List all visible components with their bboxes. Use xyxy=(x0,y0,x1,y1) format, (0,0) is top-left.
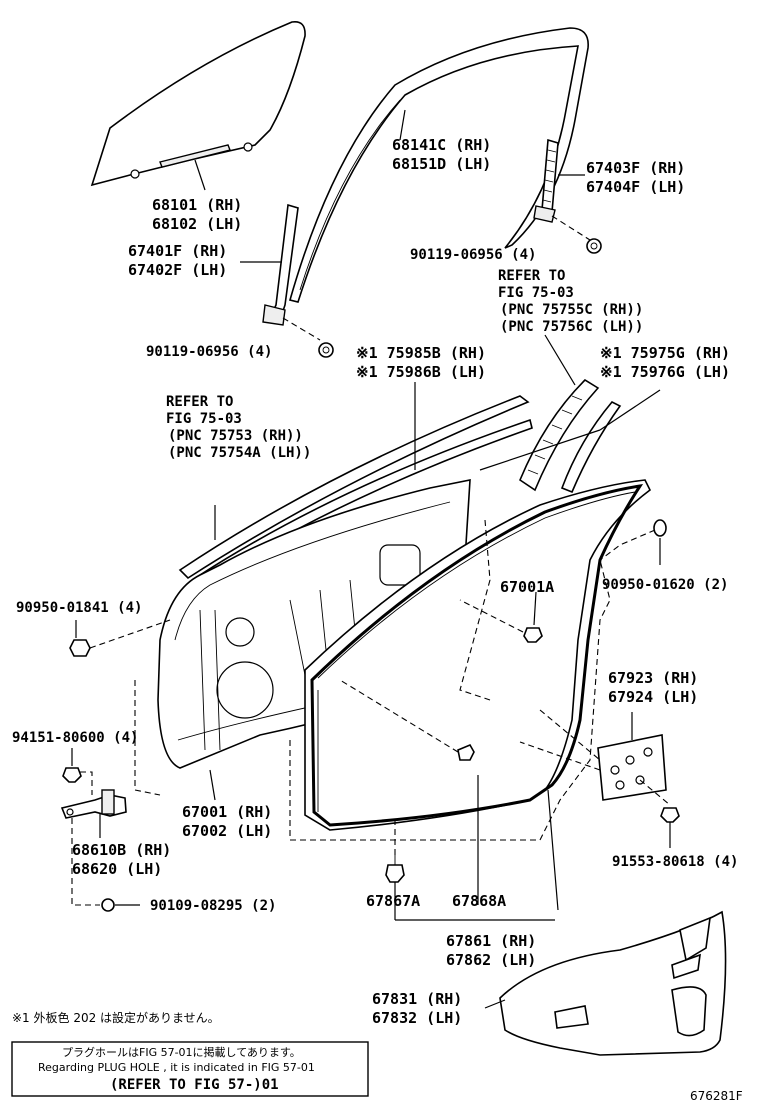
label-plate-lh: 67924 (LH) xyxy=(608,688,698,706)
glass-run-channel xyxy=(289,27,589,303)
door-hinge xyxy=(60,789,127,819)
label-screw-rear: 90119-06956 (4) xyxy=(410,247,536,263)
door-trim-board xyxy=(499,910,727,1056)
label-bolt-plate: 91553-80618 (4) xyxy=(612,854,738,870)
label-refer-upper-4: (PNC 75756C (LH)) xyxy=(500,319,643,335)
label-bolt-upper: 67001A xyxy=(500,578,554,596)
label-bolt-hinge: 94151-80600 (4) xyxy=(12,730,138,746)
note-box-line1: プラグホールはFIG 57-01に掲載してあります。 xyxy=(62,1045,301,1059)
label-refer-left-4: (PNC 75754A (LH)) xyxy=(168,445,311,461)
label-channel-front-lh: 67402F (LH) xyxy=(128,261,227,279)
label-plate-rh: 67923 (RH) xyxy=(608,669,698,687)
label-screw-front: 90119-06956 (4) xyxy=(146,344,272,360)
label-channel-front-rh: 67401F (RH) xyxy=(128,242,227,260)
screw-front-icon xyxy=(318,342,334,358)
footnote: ※1 外板色 202 は設定がありません。 xyxy=(12,1010,220,1025)
bolt-plate-icon xyxy=(660,807,680,823)
pillar-molding-2 xyxy=(560,401,622,494)
label-glass-rh: 68101 (RH) xyxy=(152,196,242,214)
label-refer-upper-1: REFER TO xyxy=(498,268,565,284)
bolt-hinge-lower-icon xyxy=(101,898,115,912)
rear-lower-channel xyxy=(533,138,559,223)
label-glass-lh: 68102 (LH) xyxy=(152,215,242,233)
pillar-molding-1 xyxy=(519,378,600,492)
label-channel-rear-lh: 67404F (LH) xyxy=(586,178,685,196)
label-weatherstrip-rh: 67861 (RH) xyxy=(446,932,536,950)
clip-lower-icon xyxy=(385,855,405,883)
figure-id: 676281F xyxy=(690,1089,743,1103)
label-door-lh: 67002 (LH) xyxy=(182,822,272,840)
label-run-channel-rh: 68141C (RH) xyxy=(392,136,491,154)
label-molding-b-lh: ※1 75976G (LH) xyxy=(600,363,730,381)
screw-rear-icon xyxy=(586,238,602,254)
plug-hole-note-box xyxy=(11,1041,369,1097)
label-refer-upper-2: FIG 75-03 xyxy=(498,285,574,301)
label-refer-left-2: FIG 75-03 xyxy=(166,411,242,427)
label-molding-a-rh: ※1 75985B (RH) xyxy=(356,344,486,362)
bolt-hinge-icon xyxy=(62,767,82,783)
label-trim-rh: 67831 (RH) xyxy=(372,990,462,1008)
weatherstrip xyxy=(310,484,644,827)
door-glass xyxy=(90,20,306,187)
label-refer-upper-3: (PNC 75755C (RH)) xyxy=(500,302,643,318)
label-clip-right: 90950-01620 (2) xyxy=(602,577,728,593)
note-box-line2: Regarding PLUG HOLE , it is indicated in… xyxy=(38,1061,315,1074)
clip-center-icon xyxy=(457,743,475,761)
label-clip-b: 67868A xyxy=(452,892,506,910)
label-run-channel-lh: 68151D (LH) xyxy=(392,155,491,173)
label-door-rh: 67001 (RH) xyxy=(182,803,272,821)
plug-left-icon xyxy=(69,639,91,657)
label-channel-rear-rh: 67403F (RH) xyxy=(586,159,685,177)
check-plate xyxy=(597,734,667,801)
label-clip-a: 67867A xyxy=(366,892,420,910)
label-bolt-hinge-lower: 90109-08295 (2) xyxy=(150,898,276,914)
label-hinge-lh: 68620 (LH) xyxy=(72,860,162,878)
label-molding-a-lh: ※1 75986B (LH) xyxy=(356,363,486,381)
note-box-line3: (REFER TO FIG 57-)01 xyxy=(110,1077,279,1093)
front-lower-channel xyxy=(262,203,299,326)
bolt-upper-icon xyxy=(523,627,543,643)
label-trim-lh: 67832 (LH) xyxy=(372,1009,462,1027)
label-refer-left-1: REFER TO xyxy=(166,394,233,410)
clip-oval-right-icon xyxy=(653,519,667,537)
label-hinge-rh: 68610B (RH) xyxy=(72,841,171,859)
label-molding-b-rh: ※1 75975G (RH) xyxy=(600,344,730,362)
label-refer-left-3: (PNC 75753 (RH)) xyxy=(168,428,303,444)
label-weatherstrip-lh: 67862 (LH) xyxy=(446,951,536,969)
label-plug-left: 90950-01841 (4) xyxy=(16,600,142,616)
